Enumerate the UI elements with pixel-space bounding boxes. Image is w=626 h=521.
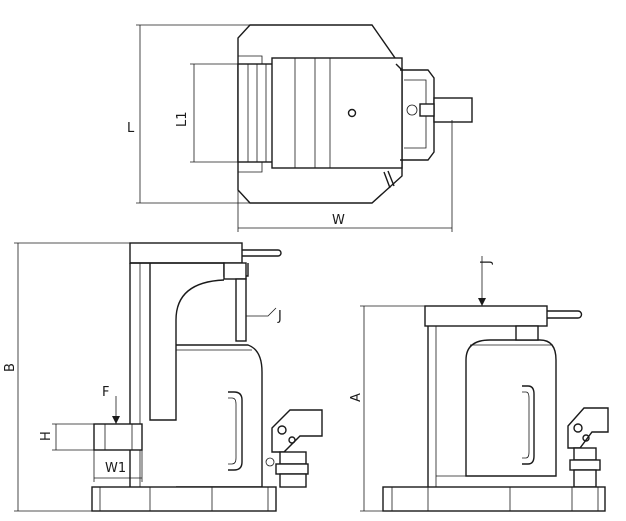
top-view-dimensions (136, 24, 453, 232)
dim-label-B: B (3, 363, 18, 372)
dim-label-F: F (102, 385, 109, 400)
top-view-handle-socket (433, 97, 473, 123)
front-view (382, 305, 609, 512)
side-view-pump-valve (279, 451, 307, 465)
side-view-toe-arm (149, 263, 225, 421)
side-view-ram (235, 278, 247, 342)
side-view-top-plate (129, 242, 243, 264)
top-view-release-valve (383, 171, 391, 189)
front-view-dimensions (360, 256, 486, 512)
dim-label-A: A (349, 393, 364, 402)
dim-label-W1: W1 (105, 461, 126, 476)
side-view-dimensions (14, 242, 277, 512)
dim-label-J-side: J (277, 309, 282, 324)
side-view (91, 242, 323, 512)
side-view-slot (228, 391, 243, 471)
side-view-toe-pad (93, 423, 143, 451)
dim-label-H: H (39, 431, 54, 441)
front-view-slot (522, 385, 535, 465)
dim-label-L: L (127, 121, 135, 136)
dim-label-J-front: J (479, 260, 494, 265)
front-view-top-plate (424, 305, 548, 327)
front-view-pump-head (567, 407, 609, 449)
top-view-center-hole (347, 108, 357, 118)
front-view-base (382, 486, 606, 512)
top-view-cylinder (271, 57, 403, 169)
side-view-cylinder (176, 344, 263, 488)
top-view (237, 24, 473, 204)
front-view-cylinder-cap (465, 339, 557, 361)
side-view-base (91, 486, 277, 512)
front-view-cylinder (465, 360, 557, 477)
side-view-pump-head (271, 409, 323, 453)
dim-label-W: W (332, 213, 345, 228)
dim-label-L1: L1 (175, 111, 190, 127)
